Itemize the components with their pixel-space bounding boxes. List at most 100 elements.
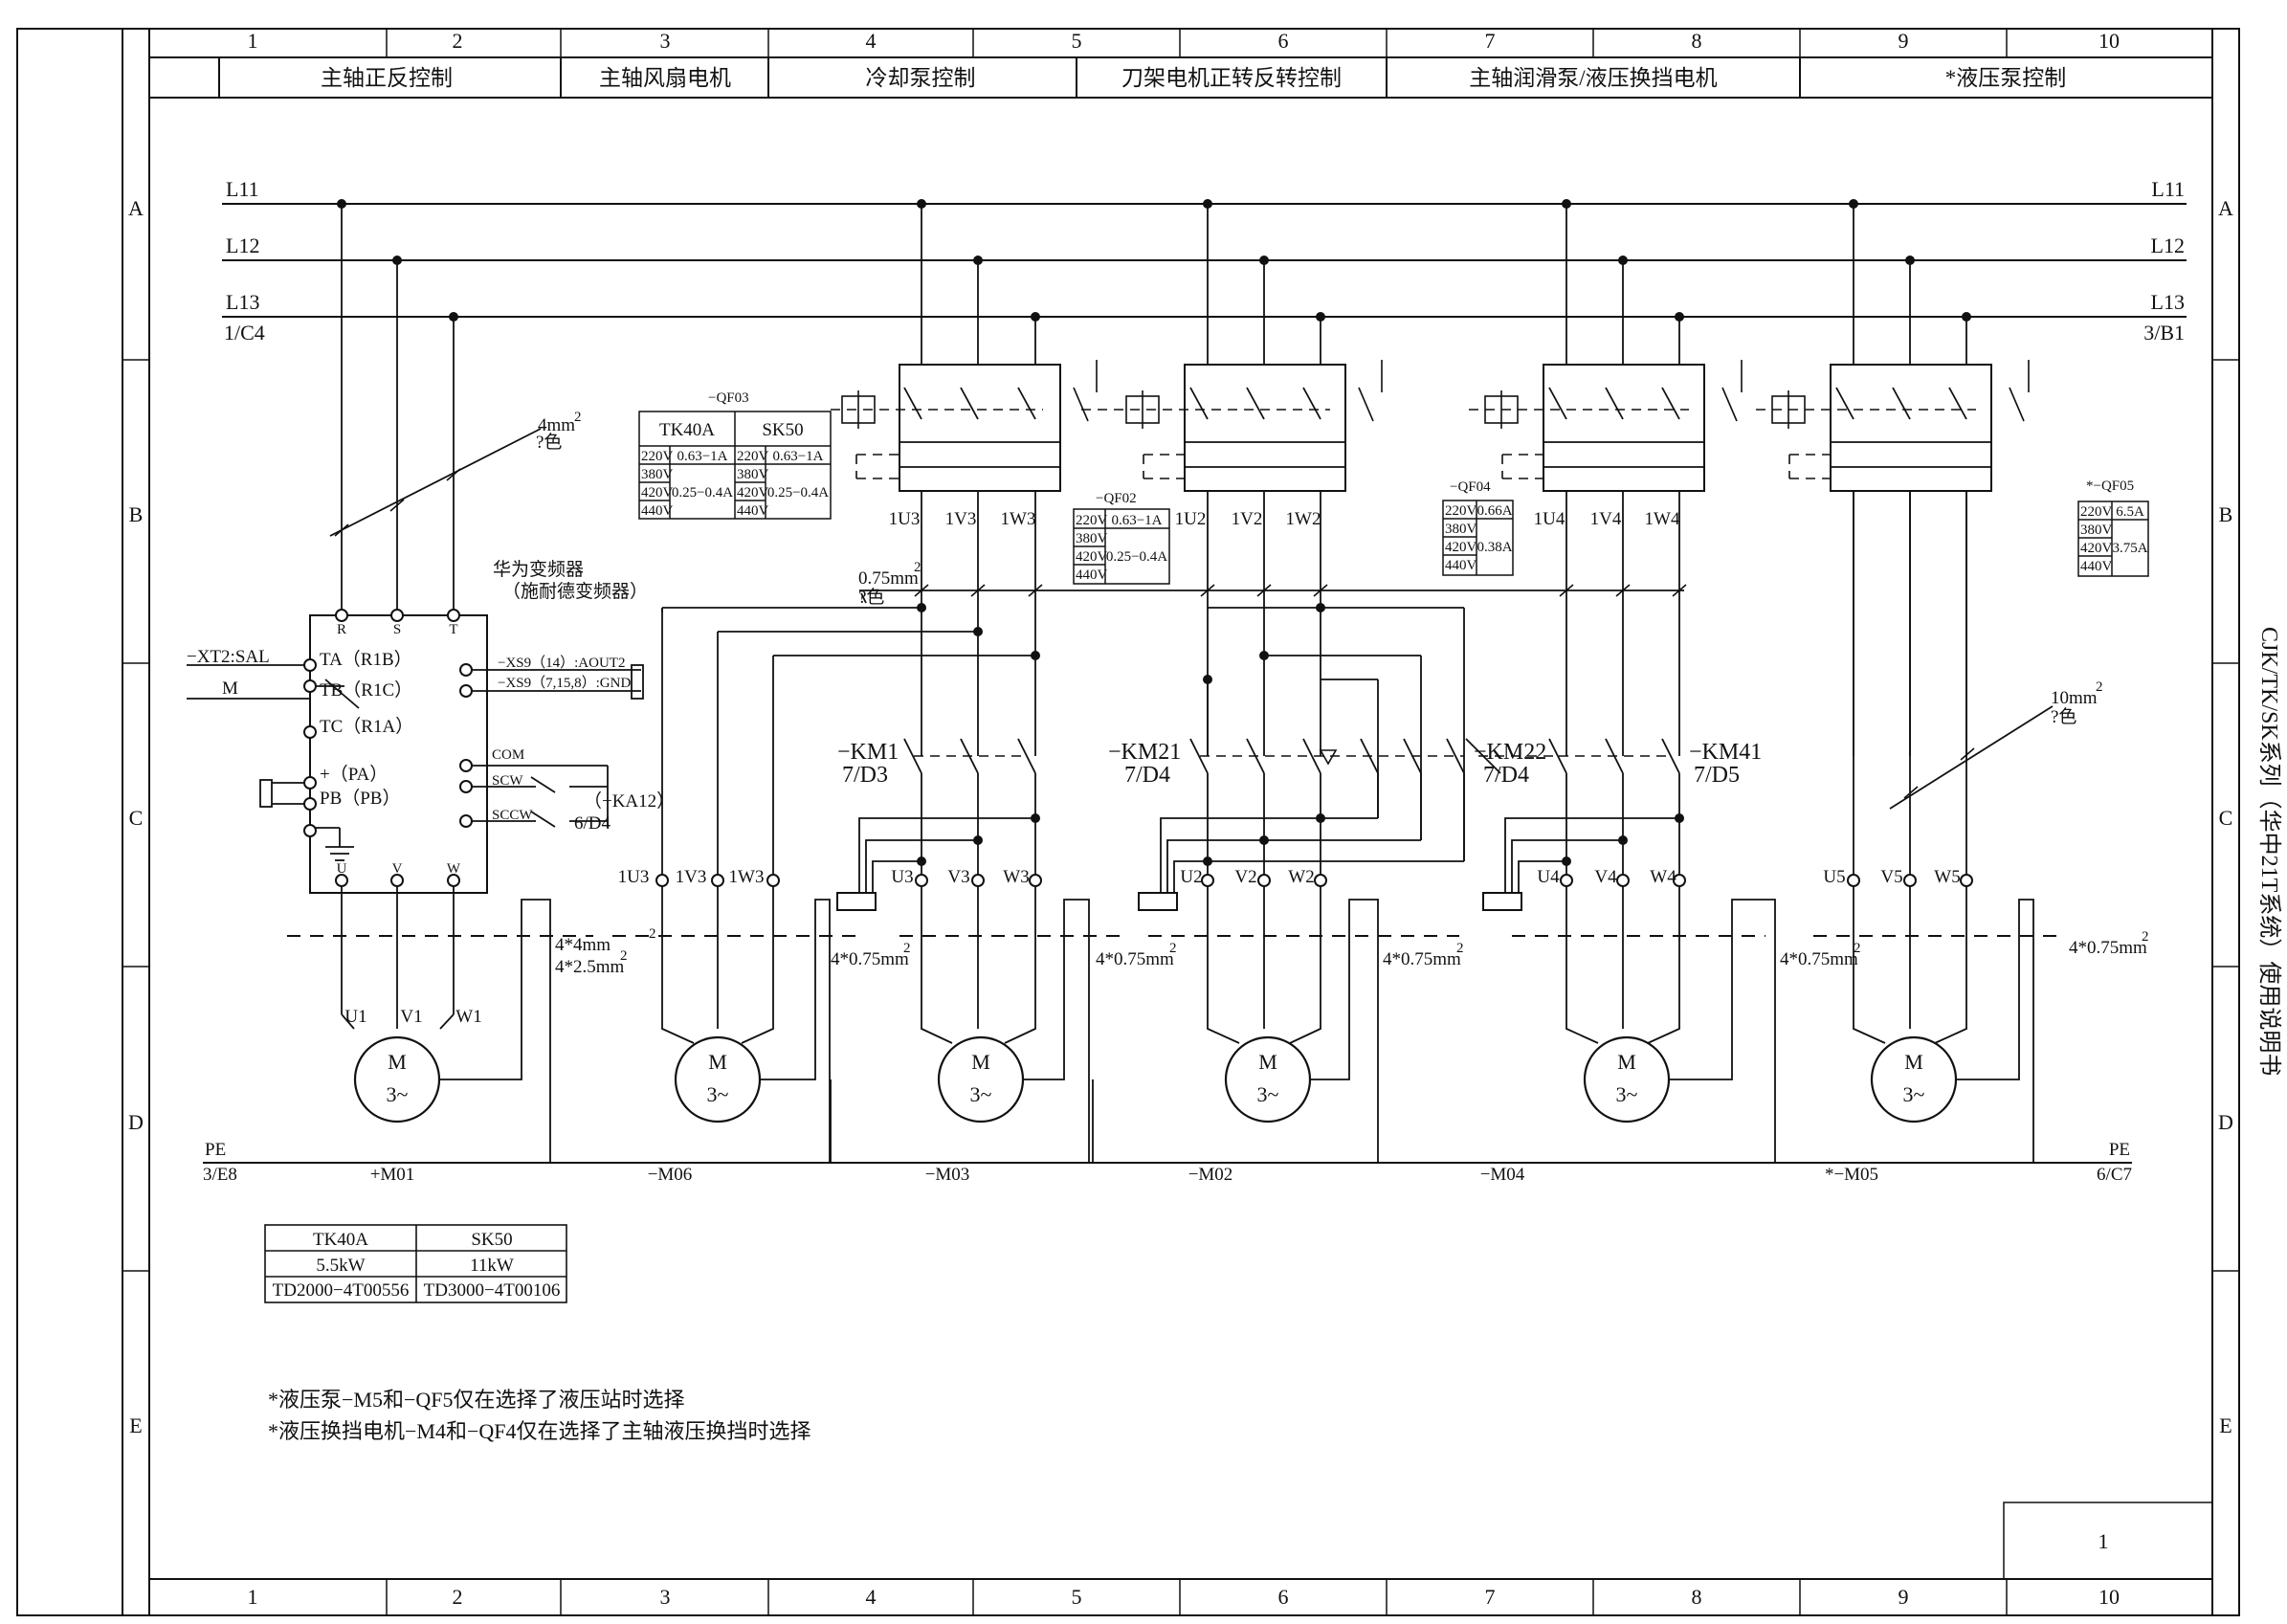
bus-l13-right: L13 — [2151, 290, 2185, 314]
cable-m03: 4*0.75mm — [831, 949, 909, 969]
row-c-left: C — [129, 806, 144, 830]
col-1-bottom: 1 — [248, 1585, 258, 1609]
qf03-v2b: 380V — [737, 467, 769, 482]
term-u4: U4 — [1537, 867, 1560, 887]
term-1u2: 1U2 — [1175, 509, 1207, 529]
qf03-v1a: 220V — [641, 449, 674, 464]
qf05-v4: 440V — [2080, 559, 2113, 574]
row-b-right: B — [2219, 502, 2233, 526]
col-7-bottom: 7 — [1485, 1585, 1496, 1609]
pe-labels: PE 3/E8 PE 6/C7 +M01 −M06 −M03 −M02 −M04… — [203, 1140, 2132, 1185]
cable-m02-exp: 2 — [1169, 941, 1177, 956]
term-1u3-fan: 1U3 — [618, 867, 650, 887]
page-number: 1 — [2098, 1529, 2109, 1553]
qf05-table-name: *−QF05 — [2086, 478, 2134, 494]
wire-right-area: 10mm — [2051, 688, 2098, 708]
inverter-out-v: V — [392, 861, 403, 877]
bus-l12-right: L12 — [2151, 234, 2185, 257]
wire-size-labels: 4mm 2 ?色 0.75mm 2 ?色 10mm 2 ?色 — [536, 410, 2103, 727]
xt2-sal: −XT2:SAL — [187, 647, 270, 667]
wire-left-exp: 2 — [574, 410, 582, 425]
model-power-tk: 5.5kW — [316, 1256, 365, 1276]
pe-m05: *−M05 — [1825, 1165, 1878, 1185]
pe-m02: −M02 — [1188, 1165, 1233, 1185]
header-coolant-pump: 冷却泵控制 — [866, 66, 976, 90]
qf02-v2: 380V — [1076, 531, 1108, 546]
km21-ref: 7/D4 — [1124, 763, 1170, 788]
pe-left-ref: 3/E8 — [203, 1165, 237, 1185]
row-e-right: E — [2219, 1413, 2231, 1437]
wire-right-exp: 2 — [2096, 679, 2103, 695]
term-u5: U5 — [1823, 867, 1845, 887]
page-number-box: 1 — [2003, 1502, 2213, 1580]
term-1w3-top: 1W3 — [1001, 509, 1036, 529]
bus-l13-left: L13 — [226, 290, 259, 314]
motor-m04-m: M — [1617, 1050, 1636, 1074]
km1-label: −KM1 — [837, 740, 899, 765]
row-d-left: D — [128, 1110, 144, 1134]
motor-m03 — [937, 1035, 1025, 1123]
inverter-out-u: U — [337, 861, 347, 877]
qf04-v4: 440V — [1445, 558, 1477, 573]
motor-m04 — [1583, 1035, 1671, 1123]
col-2-top: 2 — [453, 29, 463, 53]
model-hdr-tk: TK40A — [313, 1230, 368, 1250]
term-w1: W1 — [455, 1007, 481, 1027]
row-b-left: B — [129, 502, 144, 526]
motor-m02-phase: 3~ — [1257, 1082, 1279, 1106]
brake-pb: PB（PB） — [320, 788, 400, 809]
wire-left-area: 4mm — [538, 415, 575, 435]
qf03-tk-220: 0.63−1A — [677, 449, 727, 464]
row-letters: A B C D E A B C D E — [128, 196, 2233, 1437]
inverter-in-t: T — [449, 622, 457, 637]
qf05-table: *−QF05 220V 380V 420V 440V 6.5A 3.75A — [2077, 478, 2149, 577]
ka12-label: （−KA12） — [584, 790, 675, 812]
bus-l11-left: L11 — [226, 177, 259, 201]
cable-m05a-exp: 2 — [1854, 941, 1861, 956]
header-band: 主轴正反控制 主轴风扇电机 冷却泵控制 刀架电机正转反转控制 主轴润滑泵/液压换… — [148, 56, 2213, 99]
qf03-v4a: 440V — [641, 503, 674, 519]
inverter-in-s: S — [393, 622, 401, 637]
terminal-circles — [303, 609, 1973, 887]
side-title: CJK/TK/SK系列（华中21T系统）使用说明书 — [2256, 627, 2282, 1076]
qf03-sk-420: 0.25−0.4A — [767, 485, 829, 501]
qf03-table-name: −QF03 — [708, 390, 749, 406]
footnotes: *液压泵−M5和−QF5仅在选择了液压站时选择 *液压换挡电机−M4和−QF4仅… — [268, 1388, 811, 1443]
qf03-sk-220: 0.63−1A — [772, 449, 823, 464]
tick-marks — [334, 468, 1975, 799]
wire-right-color: ?色 — [2051, 706, 2076, 727]
inverter-labels: 华为变频器 （施耐德变频器） R S T U V W TA（R1B） TB（R1… — [187, 559, 675, 877]
term-u3: U3 — [891, 867, 913, 887]
km41-label: −KM41 — [1689, 740, 1762, 765]
wire-left-color: ?色 — [536, 432, 562, 453]
cable-m05b-exp: 2 — [2142, 929, 2149, 945]
row-c-right: C — [2219, 806, 2233, 830]
qf02-r1: 0.63−1A — [1111, 513, 1162, 528]
model-hdr-sk: SK50 — [471, 1230, 512, 1250]
pe-m03: −M03 — [925, 1165, 970, 1185]
pe-m01: +M01 — [370, 1165, 415, 1185]
term-1v3-top: 1V3 — [945, 509, 977, 529]
scw-label: SCW — [492, 773, 523, 789]
cable-labels: 4*4mm 2 4*2.5mm 2 4*0.75mm 2 4*0.75mm 2 … — [555, 926, 2149, 977]
pe-right-ref: 6/C7 — [2097, 1165, 2132, 1185]
term-v2: V2 — [1234, 867, 1256, 887]
motor-m02-m: M — [1258, 1050, 1277, 1074]
qf03-v1b: 220V — [737, 449, 769, 464]
relay-tc: TC（R1A） — [320, 716, 413, 737]
bus-right-ref: 3/B1 — [2143, 321, 2185, 345]
cable-m04: 4*0.75mm — [1383, 949, 1461, 969]
col-6-bottom: 6 — [1278, 1585, 1289, 1609]
col-1-top: 1 — [248, 29, 258, 53]
inverter-in-r: R — [337, 622, 346, 637]
col-6-top: 6 — [1278, 29, 1289, 53]
relay-ta: TA（R1B） — [320, 649, 412, 670]
bus-l11-right: L11 — [2151, 177, 2185, 201]
motor-m06 — [674, 1035, 762, 1123]
qf03-tk-420: 0.25−0.4A — [672, 485, 733, 501]
pe-m04: −M04 — [1480, 1165, 1525, 1185]
header-turret-motor: 刀架电机正转反转控制 — [1121, 66, 1342, 90]
qf04-v2: 380V — [1445, 522, 1477, 537]
term-w4: W4 — [1650, 867, 1676, 887]
wire-mid-exp: 2 — [914, 560, 921, 575]
